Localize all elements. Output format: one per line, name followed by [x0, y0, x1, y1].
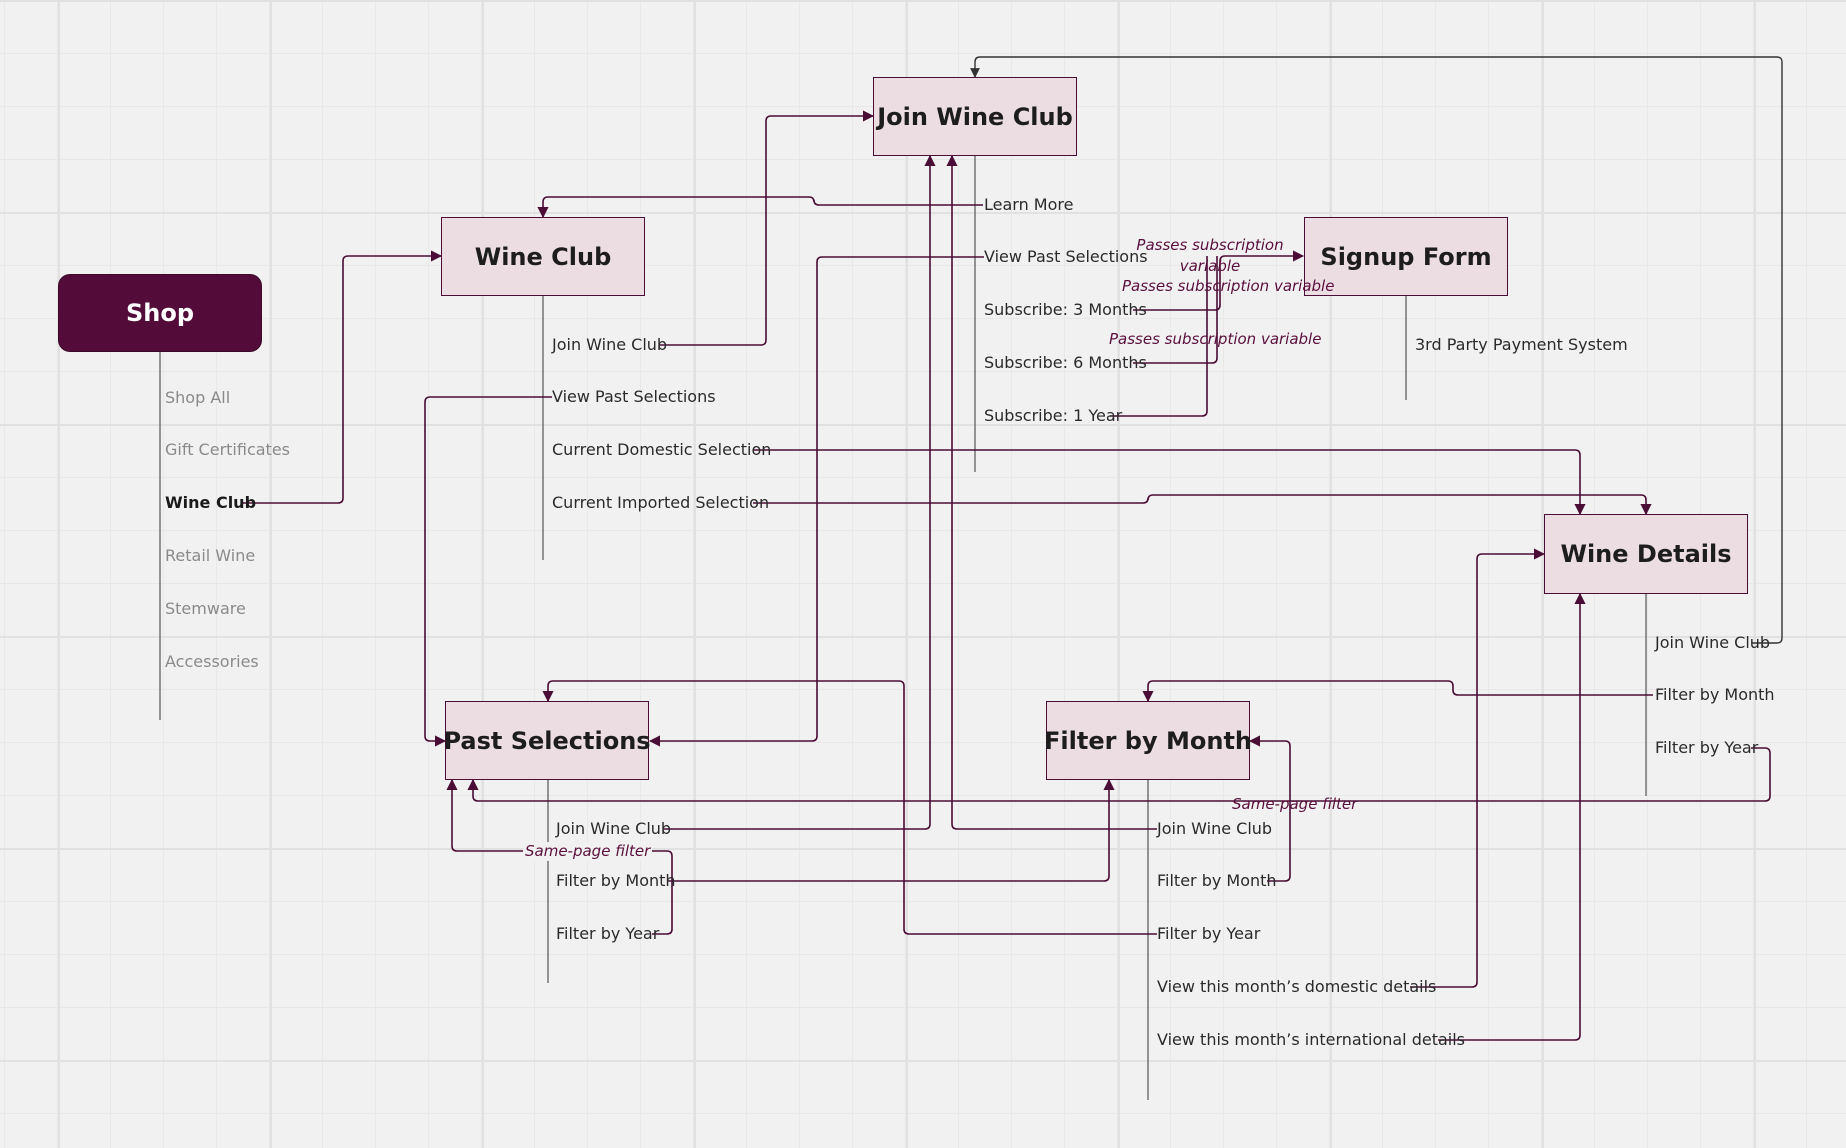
fbm-item-filter-year[interactable]: Filter by Year	[1157, 924, 1261, 943]
fbm-item-international-details[interactable]: View this month’s international details	[1157, 1030, 1466, 1049]
connector-wineclub-domestic	[753, 449, 1586, 516]
connector-sub1	[1110, 256, 1208, 417]
connector-past-fbm	[668, 778, 1115, 882]
signup-item-payment[interactable]: 3rd Party Payment System	[1415, 335, 1628, 354]
wineclub-item-imported[interactable]: Current Imported Selection	[552, 493, 770, 512]
join-wine-club-node[interactable]: Join Wine Club	[873, 77, 1077, 156]
annotation-passes-var-3: Passes subscription variable	[1109, 330, 1322, 348]
connector-fbm-domestic	[1410, 548, 1546, 988]
shop-item-gift-certificates[interactable]: Gift Certificates	[165, 440, 290, 459]
annotation-same-page-2: Same-page filter	[523, 842, 653, 861]
wine-details-node[interactable]: Wine Details	[1544, 514, 1748, 594]
join-item-view-past[interactable]: View Past Selections	[984, 247, 1148, 266]
shop-item-stemware[interactable]: Stemware	[165, 599, 246, 618]
annotation-passes-var-1: Passes subscription variable	[1136, 236, 1284, 275]
details-item-filter-month[interactable]: Filter by Month	[1655, 685, 1775, 704]
annotation-passes-var-2: Passes subscription variable	[1122, 277, 1335, 295]
shop-item-wine-club[interactable]: Wine Club	[165, 493, 257, 512]
connector-fbm-past	[542, 680, 1157, 935]
connector-fbm-join	[946, 154, 1157, 830]
past-selections-node[interactable]: Past Selections	[443, 701, 651, 780]
join-item-learn-more[interactable]: Learn More	[984, 195, 1074, 214]
past-item-filter-month[interactable]: Filter by Month	[556, 871, 676, 890]
join-item-subscribe-1y[interactable]: Subscribe: 1 Year	[984, 406, 1123, 425]
shop-item-shop-all[interactable]: Shop All	[165, 388, 231, 407]
connector-wineclub-past	[424, 396, 552, 747]
join-item-subscribe-3[interactable]: Subscribe: 3 Months	[984, 300, 1147, 319]
connector-fbm-international	[1438, 592, 1586, 1041]
connector-shop-wineclub	[243, 250, 443, 504]
fbm-item-domestic-details[interactable]: View this month’s domestic details	[1157, 977, 1437, 996]
connector-details-fby	[467, 747, 1771, 802]
connector-join-past	[648, 256, 984, 747]
connector-details-join	[970, 56, 1783, 644]
past-item-join[interactable]: Join Wine Club	[556, 819, 672, 838]
details-item-filter-year[interactable]: Filter by Year	[1655, 738, 1759, 757]
connector-wineclub-join	[659, 110, 875, 346]
wine-club-node[interactable]: Wine Club	[441, 217, 645, 296]
shop-node[interactable]: Shop	[58, 274, 262, 352]
wineclub-item-view-past[interactable]: View Past Selections	[552, 387, 716, 406]
shop-item-retail-wine[interactable]: Retail Wine	[165, 546, 256, 565]
annotation-same-page-1: Same-page filter	[1232, 795, 1358, 813]
connector-sub6	[1133, 256, 1218, 364]
connector-fbm-self	[1248, 735, 1291, 882]
fbm-item-filter-month[interactable]: Filter by Month	[1157, 871, 1277, 890]
wineclub-item-join[interactable]: Join Wine Club	[552, 335, 668, 354]
signup-form-node[interactable]: Signup Form	[1304, 217, 1508, 296]
connector-past-fby	[446, 778, 673, 935]
connector-details-fbm	[1142, 680, 1653, 703]
details-item-join[interactable]: Join Wine Club	[1655, 633, 1771, 652]
wineclub-item-domestic[interactable]: Current Domestic Selection	[552, 440, 772, 459]
connector-wineclub-imported	[753, 494, 1652, 516]
connector-learnmore-wineclub	[537, 196, 983, 219]
past-item-filter-year[interactable]: Filter by Year	[556, 924, 660, 943]
connector-past-join	[663, 154, 936, 830]
fbm-item-join[interactable]: Join Wine Club	[1157, 819, 1273, 838]
filter-by-month-node[interactable]: Filter by Month	[1044, 701, 1252, 780]
join-item-subscribe-6[interactable]: Subscribe: 6 Months	[984, 353, 1147, 372]
shop-item-accessories[interactable]: Accessories	[165, 652, 259, 671]
